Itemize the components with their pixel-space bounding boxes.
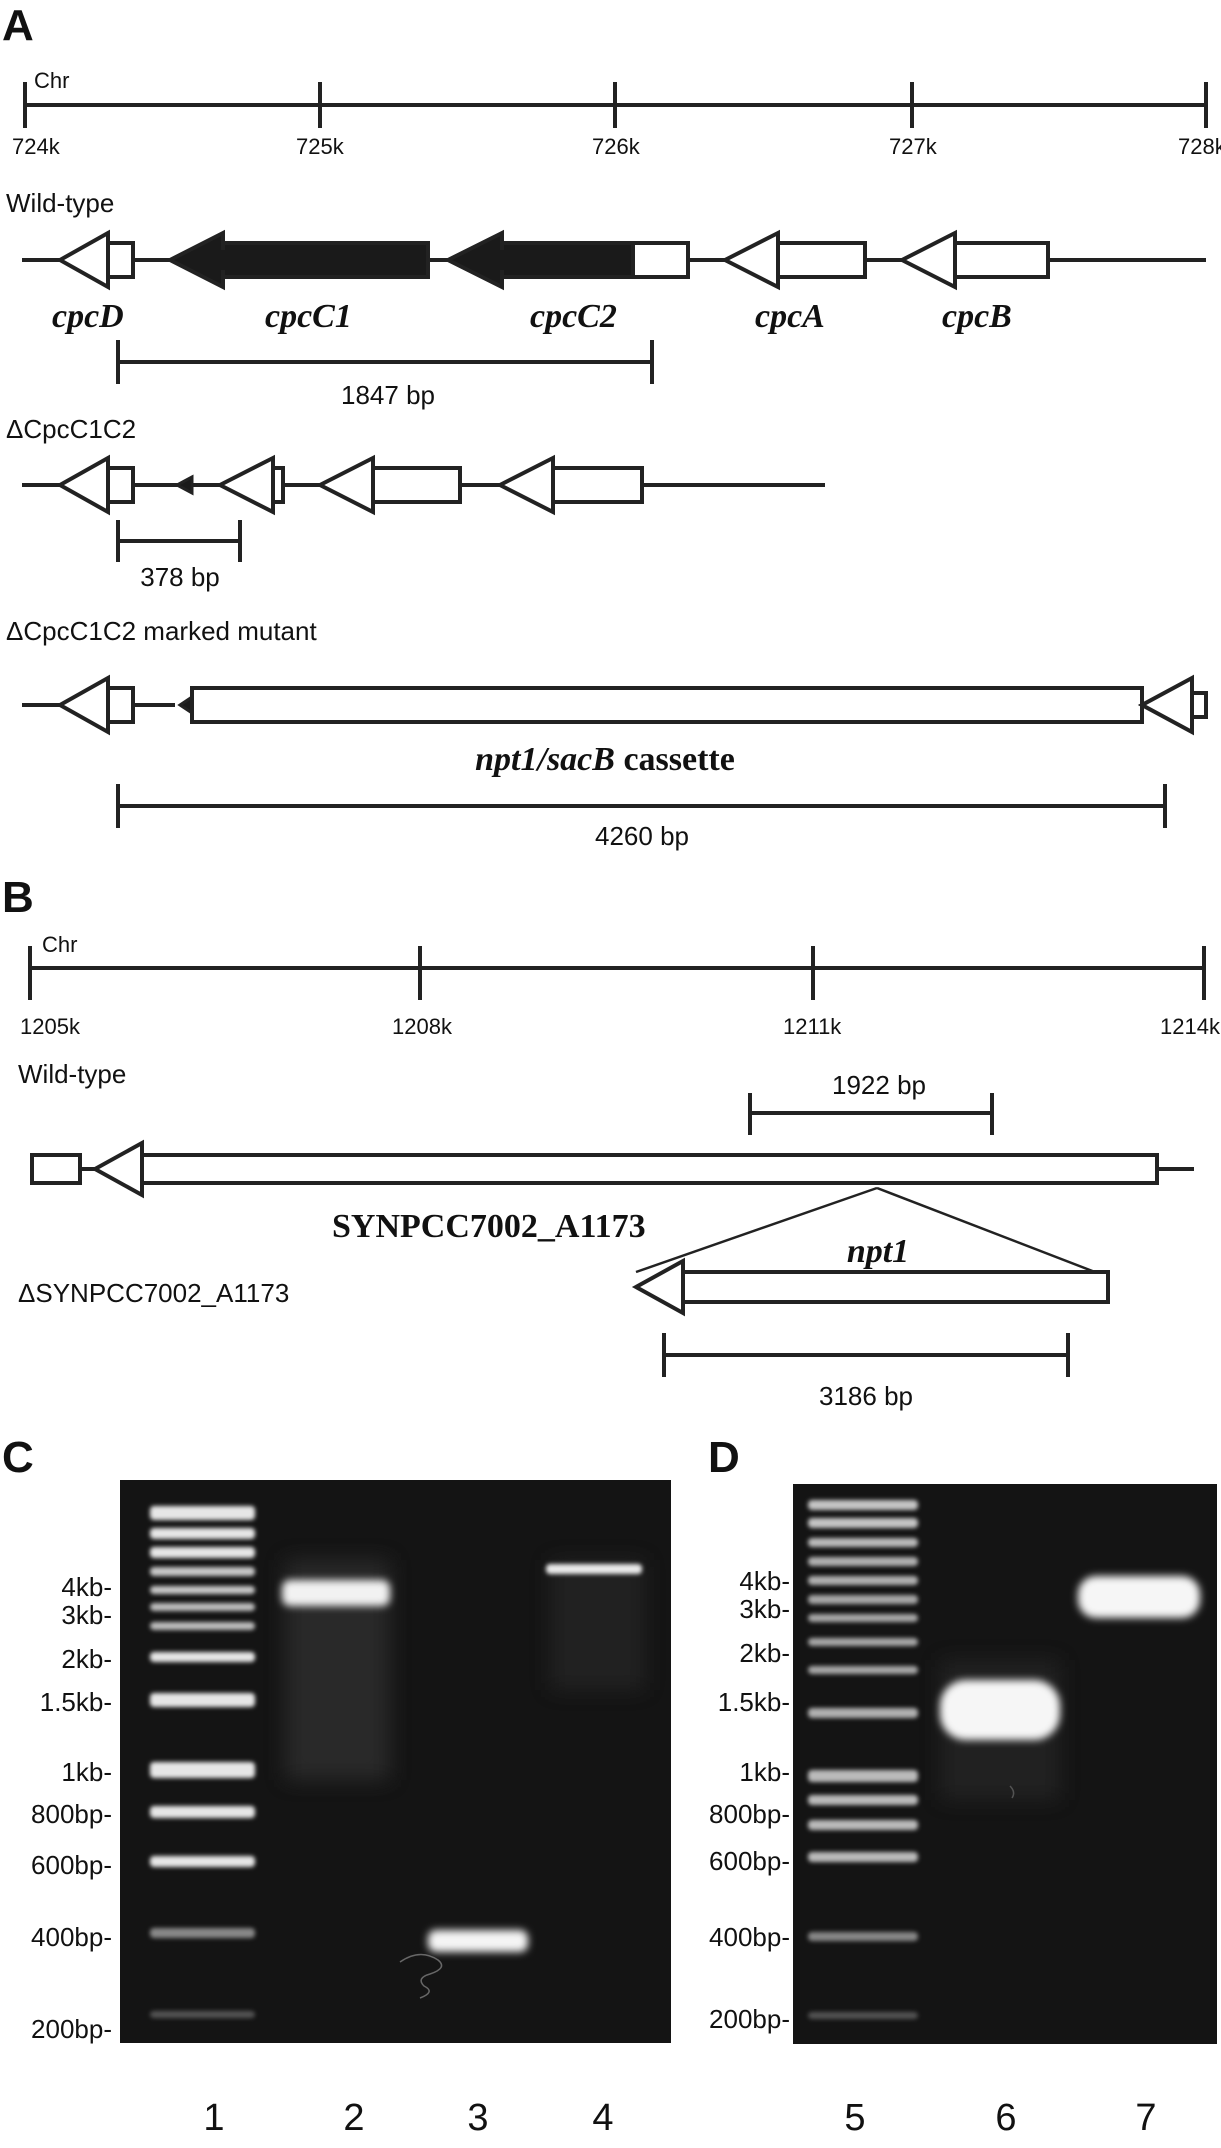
cpcD-gene-arrow <box>55 229 110 291</box>
panel-b-mutant-amplicon-bracket <box>662 1333 1070 1377</box>
SYNPCC7002-A1173-gene-body <box>140 1153 1159 1185</box>
cpcB-gene-arrow <box>897 229 957 291</box>
lane-number: 4 <box>592 2097 613 2139</box>
panel-b-mutant-map <box>631 1257 1110 1317</box>
ladder-label: 400bp- <box>31 1922 112 1952</box>
ladder-label: 1kb- <box>739 1757 790 1787</box>
wt-amplicon-bracket <box>116 340 654 384</box>
gene-label-cpcA: cpcA <box>755 298 825 335</box>
panel-b-wild-type-map <box>30 1139 1194 1199</box>
lane-number: 3 <box>467 2097 488 2139</box>
tick-label: 724k <box>12 134 61 159</box>
mutant2-amplicon-bracket <box>116 784 1167 828</box>
cpcC1-gene-body <box>221 241 430 279</box>
lane-number: 2 <box>343 2097 364 2139</box>
gene-label-cpcC2: cpcC2 <box>530 298 617 335</box>
panel-b-chromosome-axis: Chr 1205k 1208k 1211k 1214k <box>20 932 1221 1039</box>
lane-number: 5 <box>844 2097 865 2139</box>
gel-d-lane-numbers: 5 6 7 <box>844 2097 1156 2139</box>
cpcA-gene-arrow <box>720 229 780 291</box>
ladder-label: 2kb- <box>739 1638 790 1668</box>
gene-label-cpcD: cpcD <box>52 298 124 335</box>
ladder-label: 3kb- <box>739 1594 790 1624</box>
tick-label: 727k <box>889 134 938 159</box>
ladder-label: 1.5kb- <box>718 1687 790 1717</box>
tick-label: 1208k <box>392 1014 453 1039</box>
gel-d <box>793 1484 1217 2044</box>
ladder-label: 800bp- <box>709 1799 790 1829</box>
panel-b-mutant-amplicon-size: 3186 bp <box>819 1381 913 1411</box>
panel-b-wt-amplicon-size: 1922 bp <box>832 1070 926 1100</box>
ladder-label: 1.5kb- <box>40 1687 112 1717</box>
ladder-label: 1kb- <box>61 1757 112 1787</box>
mutant1-amplicon-bracket <box>116 520 242 562</box>
SYNPCC7002-A1173-gene-arrow <box>90 1139 144 1199</box>
wt-amplicon-size: 1847 bp <box>341 380 435 410</box>
ladder-label: 600bp- <box>709 1846 790 1876</box>
chr-label: Chr <box>34 68 69 93</box>
mutant1-amplicon-size: 378 bp <box>140 562 220 592</box>
ladder-label: 800bp- <box>31 1799 112 1829</box>
band-lane-2 <box>282 1580 390 1606</box>
mutant1-gene-map <box>22 454 825 516</box>
ladder-label: 3kb- <box>61 1600 112 1630</box>
panel-b-label: B <box>2 873 34 922</box>
tick-label: 726k <box>592 134 641 159</box>
band-lane-4 <box>546 1564 642 1574</box>
gene-label-cpcC1: cpcC1 <box>265 298 352 335</box>
lane-number: 1 <box>203 2097 224 2139</box>
panel-d-label: D <box>708 1433 740 1482</box>
cassette-label: npt1/sacB cassette <box>475 741 735 778</box>
ladder-label: 4kb- <box>61 1572 112 1602</box>
lane-number: 6 <box>995 2097 1016 2139</box>
gel-c-lane-numbers: 1 2 3 4 <box>203 2097 613 2139</box>
tick-label: 1205k <box>20 1014 81 1039</box>
panel-c-label: C <box>2 1433 34 1482</box>
ladder-label: 2kb- <box>61 1644 112 1674</box>
chr-label: Chr <box>42 932 77 957</box>
gel-d-ladder-labels: 4kb- 3kb- 2kb- 1.5kb- 1kb- 800bp- 600bp-… <box>709 1566 790 2034</box>
tick-label: 1214k <box>1160 1014 1221 1039</box>
wild-type-label: Wild-type <box>18 1059 126 1089</box>
cpcB-gene-body <box>953 241 1050 279</box>
ladder-label: 200bp- <box>31 2014 112 2044</box>
gel-c <box>120 1480 671 2043</box>
ladder-label: 200bp- <box>709 2004 790 2034</box>
insert-label-npt1: npt1 <box>847 1233 909 1270</box>
tick-label: 728k <box>1178 134 1221 159</box>
mutant2-label: ΔCpcC1C2 marked mutant <box>6 616 317 646</box>
mutant2-gene-map <box>22 674 1208 736</box>
band-lane-3 <box>428 1930 528 1952</box>
gene-label-cpcB: cpcB <box>942 298 1012 335</box>
tick-label: 725k <box>296 134 345 159</box>
lane-number: 7 <box>1135 2097 1156 2139</box>
gel-c-ladder-labels: 4kb- 3kb- 2kb- 1.5kb- 1kb- 800bp- 600bp-… <box>31 1572 112 2044</box>
band-lane-7 <box>1078 1576 1200 1618</box>
mutant2-amplicon-size: 4260 bp <box>595 821 689 851</box>
npt1-box <box>681 1270 1110 1304</box>
mutant1-label: ΔCpcC1C2 <box>6 414 136 444</box>
panel-b-wt-amplicon-bracket <box>748 1093 994 1135</box>
gene-label-SYNPCC7002-A1173: SYNPCC7002_A1173 <box>332 1208 646 1245</box>
panel-a-label: A <box>2 1 34 50</box>
ladder-label: 4kb- <box>739 1566 790 1596</box>
band-lane-6 <box>940 1680 1060 1740</box>
wild-type-label: Wild-type <box>6 188 114 218</box>
ladder-label: 400bp- <box>709 1922 790 1952</box>
tick-label: 1211k <box>783 1014 842 1039</box>
ladder-label: 600bp- <box>31 1850 112 1880</box>
insertion-lines <box>635 1186 1096 1274</box>
wild-type-gene-map <box>22 229 1206 291</box>
panel-a-chromosome-axis: Chr 724k 725k 726k 727k 728k <box>12 68 1221 159</box>
cpcA-gene-body <box>776 241 867 279</box>
cpcD-gene-body <box>106 241 135 279</box>
panel-b-mutant-label: ΔSYNPCC7002_A1173 <box>18 1278 289 1308</box>
npt1-sacB-cassette-box <box>190 686 1144 724</box>
